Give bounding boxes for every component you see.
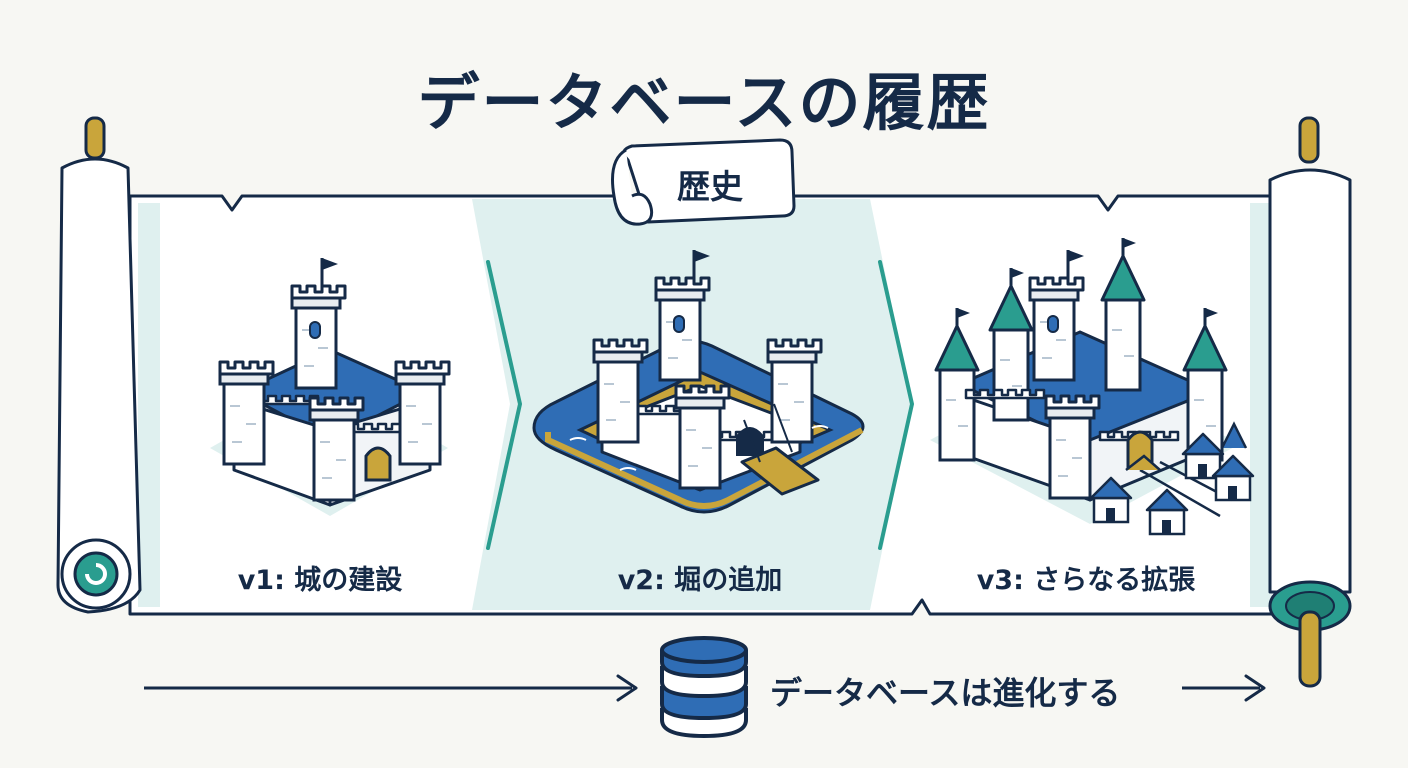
castle-moat-icon xyxy=(532,248,865,514)
database-icon xyxy=(660,636,748,739)
history-tag xyxy=(611,138,796,226)
stage-1-label: v1: 城の建設 xyxy=(237,565,403,596)
castle-expanded-icon xyxy=(930,236,1255,536)
chevron-divider xyxy=(878,260,915,550)
chevron-divider xyxy=(486,260,523,550)
footer-text: データベースは進化する xyxy=(770,674,1121,712)
history-tag-label: 歴史 xyxy=(677,167,743,206)
stage-2-label: v2: 堀の追加 xyxy=(617,565,783,596)
scroll-right-roll xyxy=(1268,116,1352,688)
page-title: データベースの履歴 xyxy=(417,66,991,139)
stage-3-label: v3: さらなる拡張 xyxy=(976,565,1196,596)
scroll-left-roll xyxy=(56,116,142,614)
progress-arrow xyxy=(144,674,638,702)
progress-arrow-end xyxy=(1182,674,1266,702)
castle-basic-icon xyxy=(210,256,451,516)
